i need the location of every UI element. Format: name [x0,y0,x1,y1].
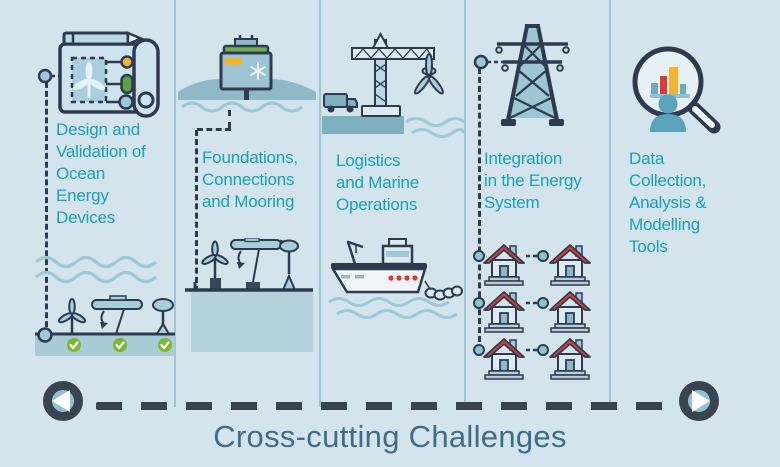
column-heading: Logistics and Marine Operations [336,151,420,214]
check-icon [67,338,172,352]
column-heading: Integration in the Energy System [484,149,582,212]
person-icon [658,94,678,114]
connector-dashed-line [45,82,48,336]
previous-arrow-button[interactable] [43,381,83,421]
column-heading: Foundations, Connections and Mooring [202,148,298,211]
truck-icon [323,93,358,113]
house-icon [549,291,591,333]
column-divider [174,0,176,407]
column-heading: Design and Validation of Ocean Energy De… [56,120,146,227]
next-arrow-button[interactable] [679,381,719,421]
column-divider [609,0,611,407]
house-icon [549,338,591,380]
houses-row [473,291,591,333]
magnifier-chart-icon [632,46,721,134]
house-icon [483,291,525,333]
house-icon [483,338,525,380]
connector-dashed-line [195,130,198,292]
house-icon [483,244,525,286]
connector-dashed-line [478,68,481,342]
houses-row [473,338,591,380]
blueprint-turbine-icon [38,31,160,118]
house-icon [549,244,591,286]
column-heading: Data Collection, Analysis & Modelling To… [629,149,707,256]
cross-cutting-dashed-line [96,402,688,410]
column-divider [464,0,466,407]
ocean-devices-scene-icon [35,295,175,356]
houses-row [473,244,591,286]
seabed-mooring-scene-icon [185,238,313,352]
footer-title: Cross-cutting Challenges [213,419,567,454]
electricity-pylon-icon [473,24,570,126]
ship-icon [328,238,463,319]
waves-icon [34,255,158,284]
connector-dashed-line [228,110,231,128]
left-arrow-icon [52,390,70,412]
right-arrow-icon [692,390,710,412]
column-divider [319,0,321,407]
connector-dashed-line [197,128,231,131]
crane-turbine-icon [322,31,464,138]
towed-floats-icon [424,285,463,301]
floating-substation-icon [178,35,316,113]
